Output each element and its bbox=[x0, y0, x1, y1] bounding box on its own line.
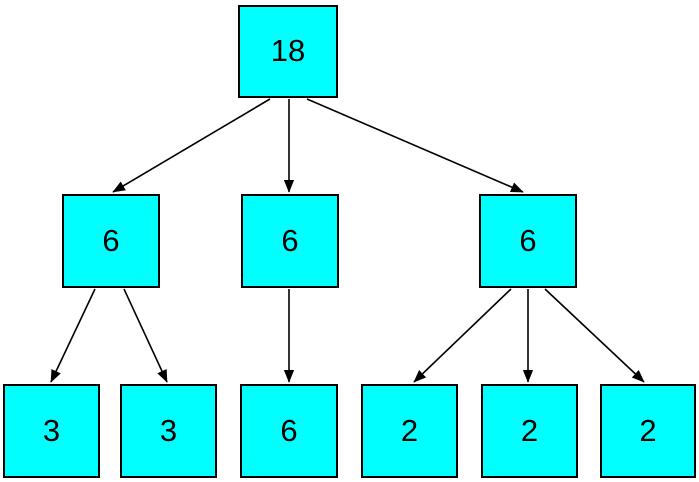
tree-node-label: 2 bbox=[639, 412, 657, 448]
tree-node-m1[interactable]: 6 bbox=[62, 194, 160, 288]
tree-node-b3[interactable]: 6 bbox=[240, 384, 338, 478]
tree-edge bbox=[544, 288, 645, 383]
tree-node-label: 3 bbox=[159, 412, 178, 448]
tree-node-root[interactable]: 18 bbox=[238, 5, 338, 98]
tree-node-label: 6 bbox=[519, 222, 537, 258]
tree-node-m2[interactable]: 6 bbox=[241, 194, 339, 288]
tree-node-b5[interactable]: 2 bbox=[481, 384, 578, 478]
tree-node-label: 6 bbox=[102, 222, 120, 258]
tree-edge bbox=[306, 98, 524, 193]
tree-node-label: 2 bbox=[400, 412, 419, 448]
tree-node-m3[interactable]: 6 bbox=[479, 194, 577, 288]
tree-edge bbox=[413, 288, 512, 383]
tree-node-label: 18 bbox=[270, 33, 306, 68]
tree-node-label: 6 bbox=[280, 412, 298, 448]
tree-node-b1[interactable]: 3 bbox=[3, 384, 100, 478]
tree-node-b4[interactable]: 2 bbox=[361, 384, 458, 478]
tree-node-label: 3 bbox=[42, 412, 61, 448]
tree-node-label: 2 bbox=[520, 412, 539, 448]
tree-node-b2[interactable]: 3 bbox=[120, 384, 217, 478]
tree-node-label: 6 bbox=[281, 222, 299, 258]
tree-edge bbox=[123, 288, 168, 383]
tree-edge bbox=[50, 288, 96, 383]
tree-edge bbox=[112, 98, 271, 193]
tree-node-b6[interactable]: 2 bbox=[600, 384, 696, 478]
